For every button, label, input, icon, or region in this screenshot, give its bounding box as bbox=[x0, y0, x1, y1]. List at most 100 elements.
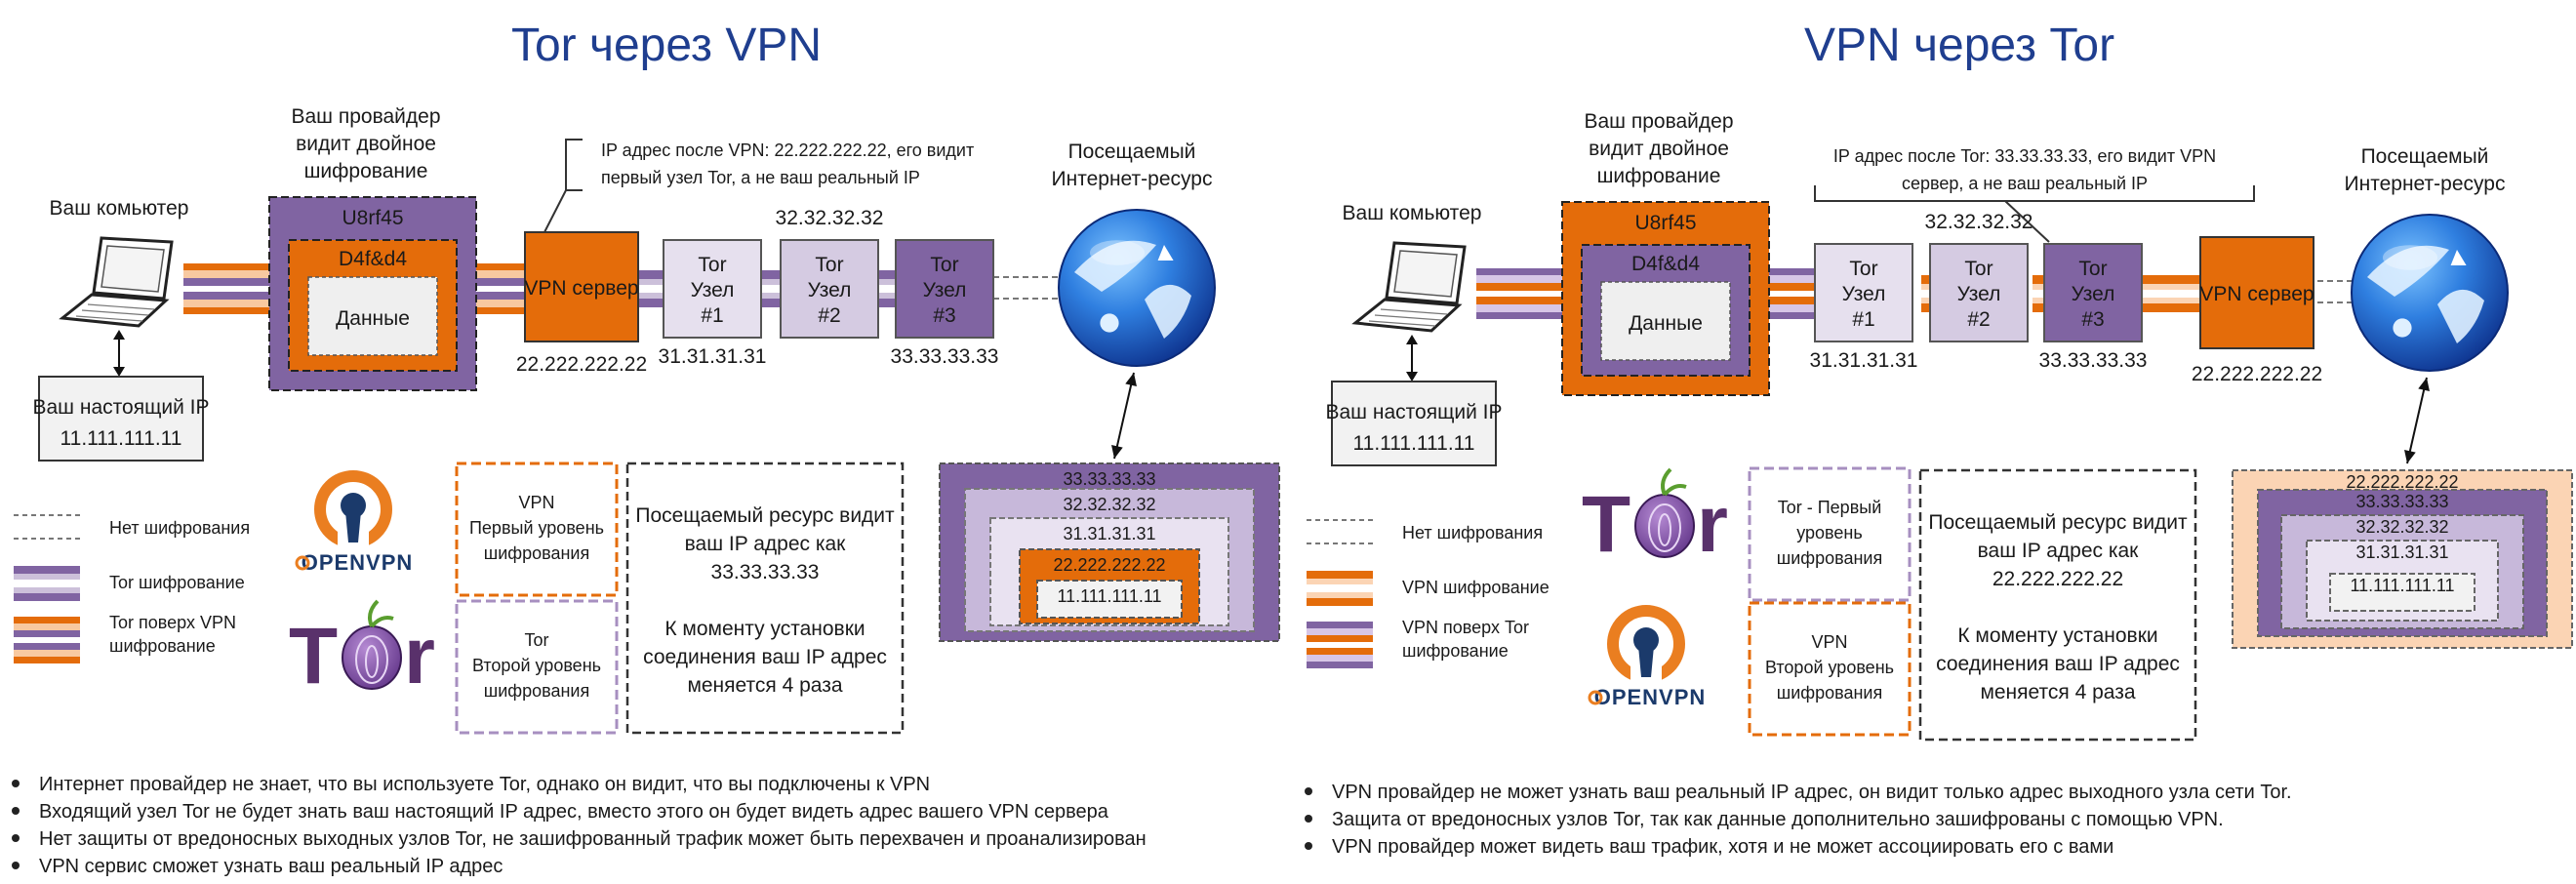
encrypted-link bbox=[183, 270, 269, 278]
laptop-screen-inner bbox=[1393, 250, 1458, 298]
bullet-item: Защита от вредоносных узлов Tor, так как… bbox=[1305, 809, 2224, 830]
openvpn-logo: OPENVPN bbox=[295, 470, 412, 575]
globe-body bbox=[1058, 209, 1216, 367]
globe-continent bbox=[1145, 284, 1191, 339]
legend-swatch bbox=[14, 587, 80, 593]
ip-layer-box bbox=[1036, 580, 1183, 619]
encrypted-link bbox=[1769, 297, 1845, 304]
resource-sees-text: 22.222.222.22 bbox=[1992, 568, 2123, 590]
ip-layer-label: 32.32.32.32 bbox=[1063, 495, 1155, 514]
legend-item: VPN шифрование bbox=[1307, 571, 1550, 606]
laptop-icon bbox=[1351, 241, 1467, 333]
outer-cipher-text: U8rf45 bbox=[1634, 212, 1696, 234]
encrypted-link bbox=[476, 300, 525, 307]
encrypted-link bbox=[183, 292, 269, 300]
level2-box bbox=[455, 599, 619, 735]
encrypted-link bbox=[183, 300, 269, 307]
encrypted-link bbox=[1769, 275, 1845, 283]
level1-label: уровень bbox=[1796, 523, 1863, 542]
laptop-key-row bbox=[87, 303, 155, 310]
globe-highlight bbox=[2383, 245, 2437, 270]
resource-sees-text: Посещаемый ресурс видит bbox=[635, 504, 895, 527]
tor-node-ip: 33.33.33.33 bbox=[2039, 349, 2148, 372]
bullet-item: VPN провайдер не может узнать ваш реальн… bbox=[1305, 782, 2292, 803]
openvpn-keyhole bbox=[345, 511, 361, 542]
tor-node-label: Tor bbox=[2078, 258, 2107, 280]
resource-sees-text: ваш IP адрес как bbox=[685, 533, 847, 555]
laptop-key-row bbox=[1368, 320, 1436, 327]
laptop-key-row bbox=[1374, 314, 1442, 321]
ip-layer-label: 11.111.111.11 bbox=[1057, 586, 1161, 606]
tor-node-label: #2 bbox=[1967, 308, 1990, 331]
page-title: VPN через Tor bbox=[1804, 20, 2114, 71]
bullet-text: Защита от вредоносных узлов Tor, так как… bbox=[1332, 809, 2224, 830]
encrypted-link bbox=[1769, 304, 1845, 312]
laptop-screen-inner bbox=[101, 245, 165, 293]
resource-sees-box bbox=[625, 462, 905, 735]
bullet-text: VPN сервис сможет узнать ваш реальный IP… bbox=[39, 856, 503, 877]
globe-continent bbox=[1074, 240, 1156, 292]
laptop-key-row bbox=[81, 309, 149, 316]
provider-label: Ваш провайдер bbox=[1584, 110, 1733, 133]
encrypted-link bbox=[1476, 291, 1562, 297]
legend-swatch bbox=[14, 643, 80, 650]
encrypted-link bbox=[476, 292, 525, 300]
tor-logo-letter-t: T bbox=[289, 612, 338, 701]
level1-box bbox=[455, 462, 619, 597]
legend-label: Нет шифрования bbox=[109, 518, 250, 538]
legend-item: Нет шифрования bbox=[14, 514, 250, 540]
openvpn-o-mark bbox=[1588, 690, 1603, 705]
laptop-key-row bbox=[1380, 308, 1448, 315]
vpn-link bbox=[2142, 298, 2208, 303]
bullet-dot bbox=[12, 780, 20, 787]
bullet-item: VPN сервис сможет узнать ваш реальный IP… bbox=[12, 856, 503, 877]
onion-ring bbox=[1648, 503, 1681, 552]
level1-box bbox=[1748, 466, 1912, 602]
openvpn-logo: OPENVPN bbox=[1588, 605, 1705, 709]
tor-node-label: #3 bbox=[933, 304, 955, 327]
laptop-key-row bbox=[75, 315, 143, 322]
resource-sees-text: 33.33.33.33 bbox=[711, 561, 820, 583]
level2-box bbox=[1748, 601, 1912, 737]
legend-swatch bbox=[14, 580, 80, 587]
resource-sees-text: соединения ваш IP адрес bbox=[1936, 653, 2180, 675]
resource-sees-text: меняется 4 раза bbox=[1980, 681, 2135, 703]
globe-at-symbol bbox=[2393, 318, 2412, 338]
resource-label: Интернет-ресурс bbox=[1052, 168, 1213, 190]
encrypted-link bbox=[476, 307, 525, 314]
provider-label: видит двойное bbox=[1589, 138, 1729, 160]
bullet-text: Входящий узел Tor не будет знать ваш нас… bbox=[39, 801, 1109, 823]
tor-node-label: Tor bbox=[1964, 258, 1992, 280]
tor-node-label: Узел bbox=[1842, 283, 1886, 305]
ip-layer: 11.111.111.11 bbox=[2329, 573, 2475, 612]
callout-bracket bbox=[1814, 185, 2255, 202]
provider-label: шифрование bbox=[1597, 165, 1721, 187]
bullet-item: Нет защиты от вредоносных выходных узлов… bbox=[12, 828, 1147, 850]
laptop-icon bbox=[59, 236, 174, 328]
legend-swatch bbox=[14, 574, 80, 580]
globe-music-note bbox=[1157, 245, 1174, 261]
ip-layer-label: 33.33.33.33 bbox=[1063, 469, 1155, 489]
resource-label: Интернет-ресурс bbox=[2345, 173, 2506, 195]
level2-label: шифрования bbox=[1777, 683, 1882, 703]
encrypted-link bbox=[1476, 304, 1562, 312]
vpn-link bbox=[2142, 290, 2208, 298]
bullet-dot bbox=[1305, 815, 1312, 823]
tor-logo-letter-t: T bbox=[1582, 480, 1630, 569]
provider-label: Ваш провайдер bbox=[291, 105, 440, 128]
vpn-server-box bbox=[2199, 236, 2314, 349]
legend-label: шифрование bbox=[109, 636, 216, 656]
tor-node-box bbox=[895, 239, 994, 339]
tor-node-box bbox=[1929, 243, 2029, 342]
resource-label: Посещаемый bbox=[1068, 141, 1196, 163]
laptop-keyboard bbox=[1351, 298, 1463, 333]
encrypted-link bbox=[476, 263, 525, 270]
legend-label: VPN поверх Tor bbox=[1402, 618, 1529, 637]
ip-layer: 11.111.111.11 bbox=[1036, 580, 1183, 619]
callout-pointer bbox=[2004, 200, 2050, 243]
real-ip-value: 11.111.111.11 bbox=[1353, 432, 1475, 455]
tor-node-label: Tor bbox=[1849, 258, 1877, 280]
legend-swatch bbox=[14, 566, 80, 574]
